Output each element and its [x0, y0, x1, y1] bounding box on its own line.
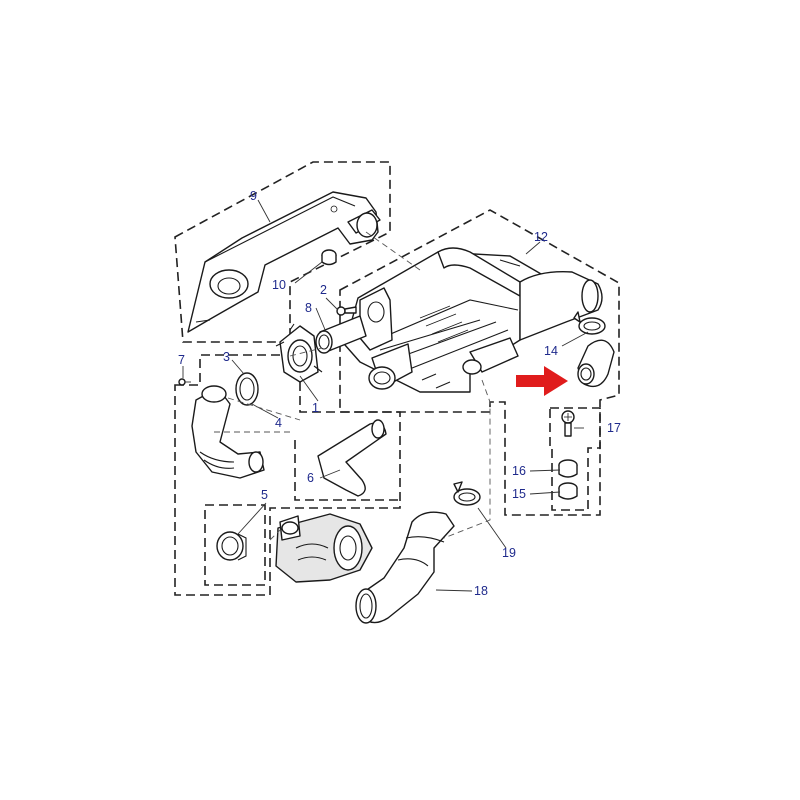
hose-part-6 [317, 419, 387, 497]
grommet-part-15 [558, 482, 578, 500]
callout-17: 17 [607, 421, 621, 435]
screw-part-7 [178, 378, 191, 386]
callout-7: 7 [178, 353, 185, 367]
highlight-arrow [516, 366, 568, 396]
bolt-part-17 [561, 410, 575, 437]
engine-cover-part-9 [187, 191, 381, 333]
short-hose-part-14 [577, 339, 615, 388]
valve-housing-part-1 [275, 323, 323, 383]
group-outline-3 [174, 354, 401, 596]
callout-4: 4 [275, 416, 282, 430]
callout-18: 18 [474, 584, 488, 598]
group-outline-6 [294, 440, 400, 501]
callout-9: 9 [250, 189, 257, 203]
outlet-hose-part-18 [355, 511, 455, 624]
grommet-part-10 [321, 249, 337, 266]
callout-12: 12 [534, 230, 548, 244]
hose-clamp-part-14 [573, 311, 606, 335]
group-outline-5 [204, 504, 266, 586]
intake-manifold-part-12 [344, 247, 603, 393]
group-outline-15-17 [549, 407, 601, 511]
callout-8: 8 [305, 301, 312, 315]
callout-15: 15 [512, 487, 526, 501]
bolt-part-2 [336, 306, 357, 316]
spacer-part-16 [558, 459, 578, 478]
callout-labels: 9 10 2 8 12 14 17 16 15 19 18 7 3 4 1 5 … [178, 189, 621, 598]
leader-lines [182, 199, 589, 592]
turbocharger [275, 513, 373, 583]
gasket-part-5 [216, 531, 247, 561]
group-outline-9 [174, 161, 391, 343]
callout-10: 10 [272, 278, 286, 292]
callout-5: 5 [261, 488, 268, 502]
callout-3: 3 [223, 350, 230, 364]
callout-1: 1 [312, 401, 319, 415]
callout-14: 14 [544, 344, 558, 358]
callout-6: 6 [307, 471, 314, 485]
hose-clamp-part-19 [453, 481, 481, 506]
intake-elbow-part-3 [191, 385, 265, 479]
o-ring-part-4 [235, 372, 259, 406]
callout-2: 2 [320, 283, 327, 297]
callout-16: 16 [512, 464, 526, 478]
callout-19: 19 [502, 546, 516, 560]
pipe-part-8 [315, 315, 367, 354]
